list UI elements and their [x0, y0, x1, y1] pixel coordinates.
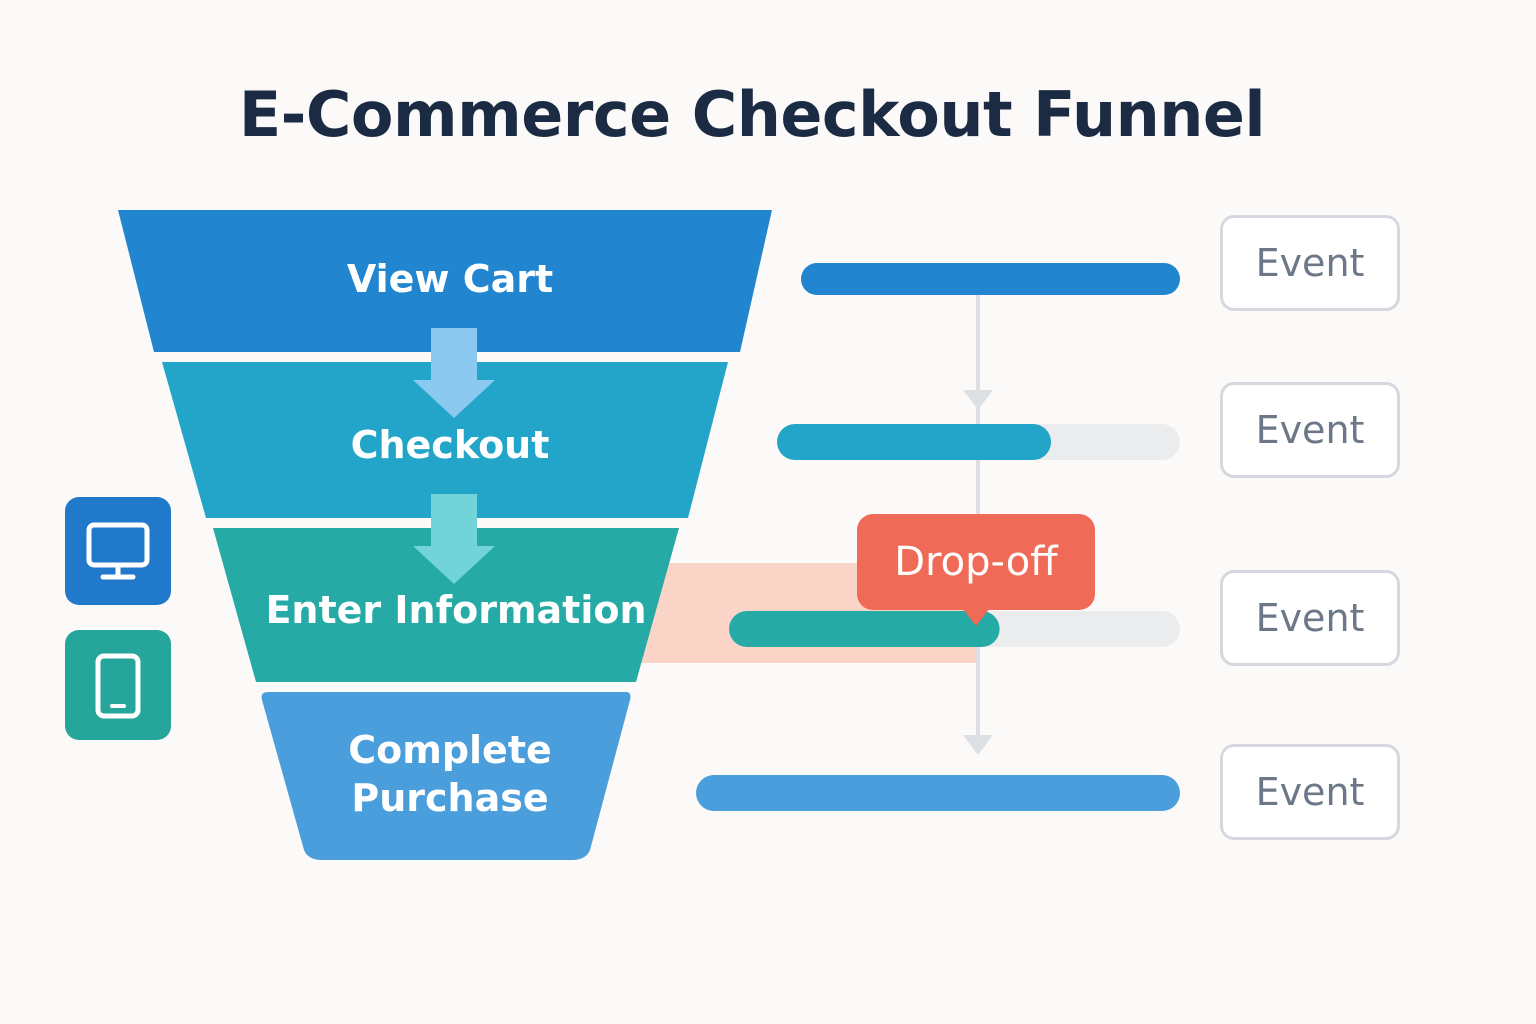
event-box-enter-information[interactable]: Event: [1220, 570, 1400, 666]
desktop-monitor-icon: [86, 522, 150, 580]
stage-label-enter-information: Enter Information: [265, 588, 647, 632]
page-title: E-Commerce Checkout Funnel: [238, 78, 1266, 151]
connector-arrow-icon: [963, 735, 993, 755]
mobile-device-tile[interactable]: [65, 630, 171, 740]
down-arrow-icon: [413, 494, 495, 584]
funnel-stage-view-cart: [118, 210, 772, 352]
progress-fill: [696, 775, 1180, 811]
funnel-stage-complete-purchase: [261, 692, 631, 860]
down-arrow-icon: [413, 328, 495, 418]
mobile-phone-icon: [95, 653, 141, 719]
progress-fill: [801, 263, 1180, 295]
funnel-stage-enter-information: [213, 528, 679, 682]
stage-label-complete-purchase: Complete Purchase: [348, 728, 552, 820]
event-box-checkout[interactable]: Event: [1220, 382, 1400, 478]
desktop-device-tile[interactable]: [65, 497, 171, 605]
dropoff-callout-pointer: [962, 608, 990, 626]
funnel-stage-checkout: [162, 362, 728, 518]
connector-arrow-icon: [963, 390, 993, 410]
dropoff-callout: Drop-off: [857, 514, 1095, 610]
event-box-complete-purchase[interactable]: Event: [1220, 744, 1400, 840]
progress-fill: [777, 424, 1052, 460]
event-box-view-cart[interactable]: Event: [1220, 215, 1400, 311]
progress-fill: [729, 611, 1000, 647]
stage-label-checkout: Checkout: [350, 423, 550, 467]
stage-label-view-cart: View Cart: [346, 257, 554, 301]
